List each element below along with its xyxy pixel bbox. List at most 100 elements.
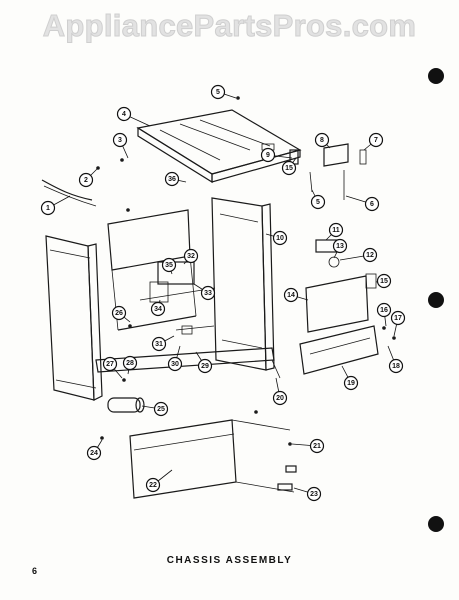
callout-bubble	[150, 301, 166, 317]
callout-19: 19	[341, 365, 359, 391]
binder-hole-middle	[428, 292, 444, 308]
callout-bubble	[260, 147, 276, 163]
callout-bubble	[200, 285, 216, 301]
callout-15: 15	[281, 157, 297, 176]
callout-number: 27	[106, 361, 114, 368]
callout-number: 17	[394, 315, 402, 322]
callout-number: 30	[171, 361, 179, 368]
callout-bubble	[167, 356, 183, 372]
callout-5: 5	[310, 189, 326, 210]
callout-number: 28	[126, 360, 134, 367]
callout-12: 12	[339, 247, 378, 263]
callout-number: 5	[216, 89, 220, 96]
callout-bubble	[272, 390, 288, 406]
callout-bubble	[102, 356, 118, 372]
callout-number: 4	[122, 111, 126, 118]
callout-5: 5	[210, 84, 237, 100]
callout-number: 15	[380, 278, 388, 285]
callout-29: 29	[195, 351, 213, 374]
callout-number: 26	[115, 310, 123, 317]
callout-number: 7	[374, 137, 378, 144]
callout-25: 25	[141, 401, 169, 417]
callout-number: 11	[332, 227, 340, 234]
binder-hole-bottom	[428, 516, 444, 532]
callout-bubble	[283, 287, 299, 303]
left-side-panel	[45, 235, 103, 401]
callout-number: 16	[380, 307, 388, 314]
callout-10: 10	[265, 230, 288, 246]
callout-26: 26	[111, 305, 131, 323]
callout-number: 3	[118, 137, 122, 144]
callout-number: 29	[201, 363, 209, 370]
callout-20: 20	[272, 377, 288, 406]
callout-bubble	[362, 247, 378, 263]
roller-tube	[107, 397, 145, 413]
callout-bubble	[153, 401, 169, 417]
callout-bubble	[328, 222, 344, 238]
callout-number: 8	[320, 137, 324, 144]
callout-2: 2	[78, 167, 99, 188]
callout-number: 23	[310, 491, 318, 498]
callout-18: 18	[387, 345, 404, 374]
callout-number: 21	[313, 443, 321, 450]
callout-34: 34	[150, 299, 166, 317]
callout-23: 23	[293, 486, 322, 502]
callout-bubble	[314, 132, 330, 148]
callout-bubble	[40, 200, 56, 216]
callout-number: 32	[187, 253, 195, 260]
callout-number: 14	[287, 292, 295, 299]
callout-6: 6	[345, 195, 380, 212]
callout-17: 17	[390, 310, 406, 337]
callout-35: 35	[161, 257, 177, 275]
callout-8: 8	[314, 132, 331, 149]
callout-32: 32	[183, 248, 199, 265]
front-kick-panel	[299, 325, 379, 375]
callout-14: 14	[283, 287, 309, 303]
bottom-rails	[95, 347, 295, 499]
control-bracket	[149, 261, 215, 335]
callout-24: 24	[86, 439, 103, 461]
callout-number: 24	[90, 450, 98, 457]
watermark-logo: AppliancePartsPros.com	[42, 8, 417, 44]
callout-bubble	[111, 305, 127, 321]
callout-number: 5	[316, 199, 320, 206]
binder-hole-top	[428, 68, 444, 84]
page-number: 6	[32, 566, 38, 576]
callout-bubble	[78, 172, 94, 188]
callout-bubble	[388, 358, 404, 374]
callout-bubble	[376, 273, 392, 289]
callout-number: 31	[155, 341, 163, 348]
callout-21: 21	[291, 438, 325, 454]
callout-1: 1	[40, 195, 71, 216]
callout-13: 13	[332, 238, 348, 259]
callout-27: 27	[102, 356, 123, 379]
callout-30: 30	[167, 345, 183, 372]
callout-number: 19	[347, 380, 355, 387]
screws	[96, 96, 396, 491]
callout-bubble	[151, 336, 167, 352]
callout-9: 9	[260, 147, 293, 163]
callout-number: 1	[46, 205, 50, 212]
callout-33: 33	[193, 283, 216, 301]
callout-7: 7	[363, 132, 384, 151]
callout-bubble	[210, 84, 226, 100]
callout-number: 22	[149, 482, 157, 489]
callout-31: 31	[151, 335, 175, 352]
callout-number: 20	[276, 395, 284, 402]
callout-number: 25	[157, 406, 165, 413]
diagram-caption: CHASSIS ASSEMBLY	[166, 555, 293, 566]
callout-bubble	[183, 248, 199, 264]
callout-number: 33	[204, 290, 212, 297]
callout-number: 18	[392, 363, 400, 370]
callout-bubble	[390, 310, 406, 326]
callout-number: 2	[84, 177, 88, 184]
callout-bubble	[368, 132, 384, 148]
callout-bubble	[197, 358, 213, 374]
access-plate	[305, 275, 369, 333]
callout-16: 16	[376, 302, 392, 327]
callout-11: 11	[325, 222, 344, 241]
right-side-panel	[211, 197, 275, 371]
